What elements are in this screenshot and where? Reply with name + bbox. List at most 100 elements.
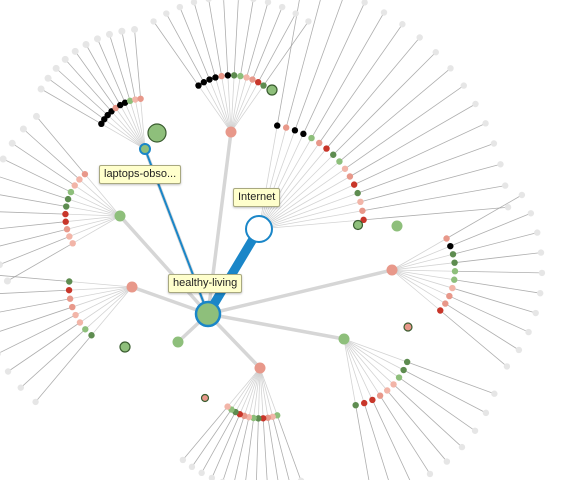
- leaf-node[interactable]: [179, 456, 187, 464]
- graph-node[interactable]: [341, 165, 349, 172]
- node-label-internet[interactable]: Internet: [233, 188, 281, 207]
- hub-node[interactable]: [391, 220, 403, 232]
- leaf-node[interactable]: [32, 112, 40, 120]
- graph-node[interactable]: [395, 374, 403, 381]
- leaf-node[interactable]: [198, 469, 205, 477]
- leaf-node[interactable]: [490, 140, 498, 147]
- graph-node[interactable]: [65, 286, 73, 294]
- graph-node[interactable]: [121, 99, 129, 106]
- leaf-node[interactable]: [32, 398, 39, 406]
- leaf-node[interactable]: [518, 191, 526, 199]
- graph-node[interactable]: [63, 203, 70, 210]
- graph-node[interactable]: [403, 322, 413, 332]
- graph-node[interactable]: [316, 139, 323, 147]
- graph-node[interactable]: [282, 124, 290, 131]
- leaf-node[interactable]: [19, 125, 27, 133]
- hub-node[interactable]: [172, 336, 184, 348]
- leaf-node[interactable]: [176, 3, 184, 11]
- leaf-node[interactable]: [150, 18, 157, 25]
- hub-node[interactable]: [126, 281, 138, 293]
- leaf-node[interactable]: [8, 139, 16, 147]
- graph-node[interactable]: [117, 101, 124, 109]
- leaf-node[interactable]: [380, 9, 388, 16]
- graph-node[interactable]: [62, 218, 69, 225]
- graph-node[interactable]: [352, 401, 359, 409]
- leaf-node[interactable]: [118, 27, 126, 35]
- graph-node[interactable]: [403, 358, 411, 366]
- leaf-node[interactable]: [205, 0, 212, 3]
- graph-node[interactable]: [446, 292, 453, 300]
- node-label-healthy-living[interactable]: healthy-living: [168, 274, 243, 293]
- leaf-node[interactable]: [482, 120, 489, 127]
- graph-node[interactable]: [126, 97, 134, 105]
- graph-node[interactable]: [449, 251, 457, 258]
- leaf-node[interactable]: [482, 409, 490, 417]
- graph-node[interactable]: [72, 311, 79, 319]
- graph-node[interactable]: [449, 284, 456, 292]
- graph-node[interactable]: [64, 195, 72, 203]
- leaf-node[interactable]: [432, 49, 439, 56]
- graph-node[interactable]: [224, 403, 231, 410]
- graph-node[interactable]: [200, 393, 210, 403]
- graph-node[interactable]: [260, 82, 267, 89]
- leaf-node[interactable]: [537, 249, 545, 256]
- leaf-node[interactable]: [460, 82, 467, 89]
- leaf-node[interactable]: [504, 204, 512, 211]
- graph-node[interactable]: [62, 210, 69, 218]
- leaf-node[interactable]: [534, 229, 541, 236]
- leaf-node[interactable]: [525, 328, 532, 336]
- graph-node[interactable]: [352, 219, 364, 231]
- graph-node[interactable]: [195, 82, 202, 89]
- leaf-node[interactable]: [93, 35, 101, 43]
- leaf-node[interactable]: [426, 470, 434, 478]
- node-healthy-living[interactable]: [194, 300, 222, 328]
- leaf-node[interactable]: [0, 351, 1, 357]
- graph-node[interactable]: [212, 74, 219, 81]
- leaf-node[interactable]: [471, 427, 479, 434]
- hub-node[interactable]: [114, 210, 126, 222]
- graph-node[interactable]: [254, 79, 262, 86]
- graph-node[interactable]: [67, 188, 75, 196]
- leaf-node[interactable]: [497, 161, 504, 168]
- leaf-node[interactable]: [503, 363, 511, 370]
- graph-node[interactable]: [255, 415, 262, 422]
- graph-node[interactable]: [237, 72, 244, 80]
- graph-node[interactable]: [66, 233, 73, 240]
- leaf-node[interactable]: [264, 0, 272, 6]
- graph-node[interactable]: [88, 332, 95, 339]
- hub-node[interactable]: [254, 362, 266, 374]
- graph-node[interactable]: [264, 414, 272, 421]
- graph-node[interactable]: [76, 176, 83, 183]
- leaf-node[interactable]: [0, 261, 3, 269]
- graph-node[interactable]: [69, 303, 76, 311]
- leaf-node[interactable]: [61, 55, 69, 63]
- hub-node[interactable]: [386, 264, 398, 276]
- leaf-node[interactable]: [52, 64, 60, 72]
- leaf-node[interactable]: [361, 0, 368, 6]
- graph-node[interactable]: [147, 123, 167, 143]
- graph-node[interactable]: [451, 276, 458, 283]
- leaf-node[interactable]: [527, 210, 535, 217]
- leaf-node[interactable]: [292, 10, 299, 17]
- graph-node[interactable]: [300, 130, 307, 138]
- graph-node[interactable]: [369, 396, 376, 404]
- node-internet[interactable]: [245, 215, 273, 243]
- graph-node[interactable]: [66, 278, 73, 285]
- leaf-node[interactable]: [4, 368, 12, 375]
- leaf-node[interactable]: [105, 30, 113, 38]
- graph-node[interactable]: [390, 381, 397, 388]
- leaf-node[interactable]: [532, 309, 539, 317]
- graph-node[interactable]: [230, 72, 238, 79]
- leaf-node[interactable]: [447, 65, 454, 72]
- graph-node[interactable]: [443, 235, 450, 242]
- graph-node[interactable]: [69, 240, 76, 247]
- leaf-node[interactable]: [305, 18, 312, 25]
- node-laptops-obsolete[interactable]: [139, 143, 151, 155]
- graph-node[interactable]: [330, 151, 337, 158]
- graph-node[interactable]: [243, 74, 250, 81]
- graph-node[interactable]: [437, 307, 444, 314]
- graph-node[interactable]: [451, 259, 458, 266]
- leaf-node[interactable]: [536, 289, 544, 297]
- graph-node[interactable]: [224, 72, 232, 79]
- graph-node[interactable]: [346, 173, 354, 180]
